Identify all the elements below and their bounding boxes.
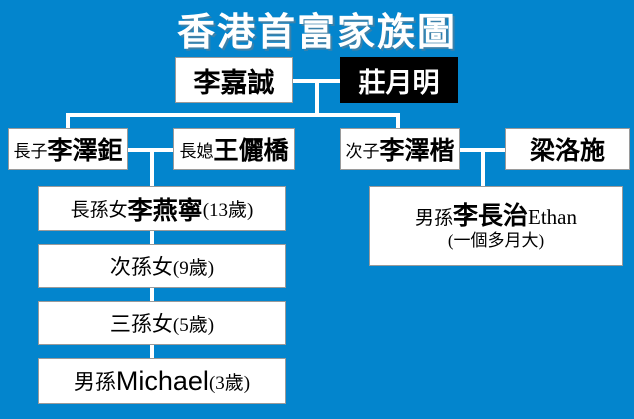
- person-name: 李澤楷: [379, 137, 455, 165]
- connector-grandchild-1-2: [150, 231, 154, 244]
- connector-eldest-son-descent: [150, 148, 154, 187]
- relation-label: 男孫: [414, 207, 453, 229]
- person-name: 李燕寧: [127, 196, 203, 225]
- person-name: 王儷橋: [213, 137, 289, 165]
- person-name: 李澤鉅: [47, 137, 123, 165]
- connector-second-son-descent: [481, 148, 485, 186]
- node-li-ka-shing: 李嘉誠: [175, 57, 293, 103]
- person-name: 李長治: [453, 201, 529, 230]
- node-eldest-son: 長子李澤鉅: [8, 128, 128, 170]
- relation-label: 次子: [345, 141, 380, 161]
- page-title: 香港首富家族圖: [176, 12, 457, 54]
- relation-label: 次孫女: [109, 255, 173, 279]
- person-name: 梁洛施: [529, 137, 605, 165]
- person-english-name: Ethan: [528, 204, 577, 229]
- connector-drop-second-son: [396, 113, 400, 129]
- person-name: 莊月明: [358, 67, 440, 98]
- relation-label: 長媳: [179, 141, 214, 161]
- person-age: (9歲): [172, 257, 215, 279]
- node-second-son: 次子李澤楷: [340, 128, 460, 170]
- node-chong-yuet-ming: 莊月明: [340, 57, 458, 103]
- relation-label: 三孫女: [109, 312, 173, 336]
- connector-children-rail: [66, 113, 400, 117]
- node-granddaughter-1: 長孫女李燕寧(13歲): [38, 186, 286, 231]
- connector-patriarch-descent: [315, 79, 319, 117]
- connector-drop-eldest-son: [66, 113, 70, 129]
- person-age: (一個多月大): [447, 230, 545, 250]
- node-granddaughter-3: 三孫女(5歲): [38, 301, 286, 345]
- relation-label: 男孫: [73, 370, 116, 394]
- connector-grandchild-2-3: [150, 288, 154, 301]
- node-granddaughter-2: 次孫女(9歲): [38, 244, 286, 288]
- person-name: Michael: [115, 365, 209, 396]
- relation-label: 長子: [13, 141, 48, 161]
- node-eldest-daughter-in-law: 長媳王儷橋: [173, 128, 295, 170]
- person-age: (3歲): [208, 372, 251, 394]
- person-age: (5歲): [172, 314, 215, 336]
- connector-grandchild-3-4: [150, 345, 154, 358]
- node-isabella-leong: 梁洛施: [505, 128, 630, 170]
- person-name: 李嘉誠: [193, 67, 275, 98]
- relation-label: 長孫女: [70, 200, 128, 221]
- person-age: (13歲): [202, 200, 254, 221]
